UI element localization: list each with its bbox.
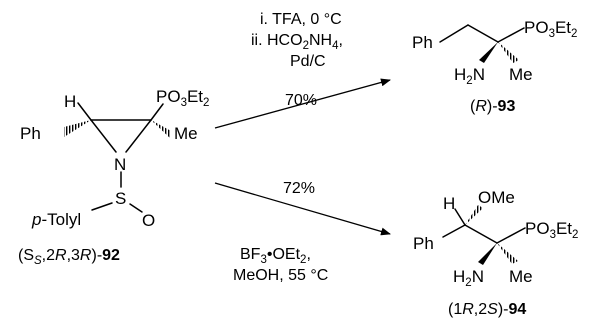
top-yield: 70%	[285, 92, 317, 109]
bottom-reagent: BF3•OEt2,	[240, 246, 311, 266]
label-94: (1R,2S)-94	[448, 301, 526, 318]
wedge-bond-n	[479, 42, 498, 63]
hashed-bond-me	[497, 243, 518, 264]
atom-h: H	[443, 194, 455, 213]
top-step1: i. TFA, 0 °C	[260, 11, 342, 28]
compound-94: H OMe Ph PO3Et2 H2N Me (1R,2S)-94	[413, 188, 578, 318]
group-phosphonate: PO3Et2	[524, 18, 577, 40]
bond-s-o	[129, 203, 143, 213]
group-methyl: Me	[509, 65, 533, 84]
bond-c1-c2	[464, 224, 498, 244]
group-methyl: Me	[509, 267, 533, 286]
atom-nitrogen: N	[114, 155, 126, 174]
label-92: (SS,2R,3R)-92	[18, 247, 120, 267]
hashed-bond-me	[498, 42, 519, 63]
bond-c-h	[77, 102, 92, 121]
hashed-bond-me	[151, 120, 171, 139]
bond-c1-ph	[442, 224, 466, 238]
label-93: (R)-93	[470, 98, 515, 115]
group-amino: H2N	[454, 65, 485, 87]
group-phenyl: Ph	[413, 234, 434, 253]
group-p-tolyl: p-Tolyl	[31, 210, 81, 229]
arrow-bottom	[214, 182, 391, 236]
group-methyl: Me	[174, 124, 198, 143]
hashed-bond-ph	[64, 120, 91, 137]
group-phosphonate: PO3Et2	[156, 87, 209, 109]
top-step2: ii. HCO2NH4,	[251, 32, 343, 52]
group-amino: H2N	[453, 267, 484, 289]
bond-c-p	[497, 27, 525, 43]
hashed-bond-ome	[465, 205, 483, 225]
bond-ph-ch2	[439, 24, 469, 43]
reaction-bottom: 72% BF3•OEt2, MeOH, 55 °C	[214, 180, 391, 284]
atom-h: H	[64, 92, 76, 111]
bond-ch2-c	[467, 24, 499, 43]
bond-c-p	[150, 103, 164, 121]
bottom-conditions: MeOH, 55 °C	[233, 267, 328, 284]
group-phenyl: Ph	[20, 124, 41, 143]
bond-c2-n	[90, 119, 117, 153]
reaction-top: i. TFA, 0 °C ii. HCO2NH4, Pd/C 70%	[214, 11, 391, 129]
group-methoxy: OMe	[478, 188, 515, 207]
atom-sulfur: S	[115, 189, 126, 208]
bond-c3-n	[125, 119, 152, 153]
bond-c2-p	[496, 227, 526, 244]
compound-92: H PO3Et2 Ph Me N S O p-Tolyl (SS,2R,3R)-…	[18, 87, 209, 267]
bond-s-tolyl	[91, 202, 113, 211]
atom-oxygen: O	[142, 211, 155, 230]
compound-93: Ph PO3Et2 H2N Me (R)-93	[412, 18, 577, 115]
bond-c1-h	[454, 208, 466, 226]
top-catalyst: Pd/C	[290, 53, 326, 70]
bottom-yield: 72%	[283, 180, 315, 197]
group-phenyl: Ph	[412, 33, 433, 52]
group-phosphonate: PO3Et2	[525, 219, 578, 241]
arrow-top	[214, 78, 391, 129]
wedge-bond-n	[478, 243, 497, 265]
